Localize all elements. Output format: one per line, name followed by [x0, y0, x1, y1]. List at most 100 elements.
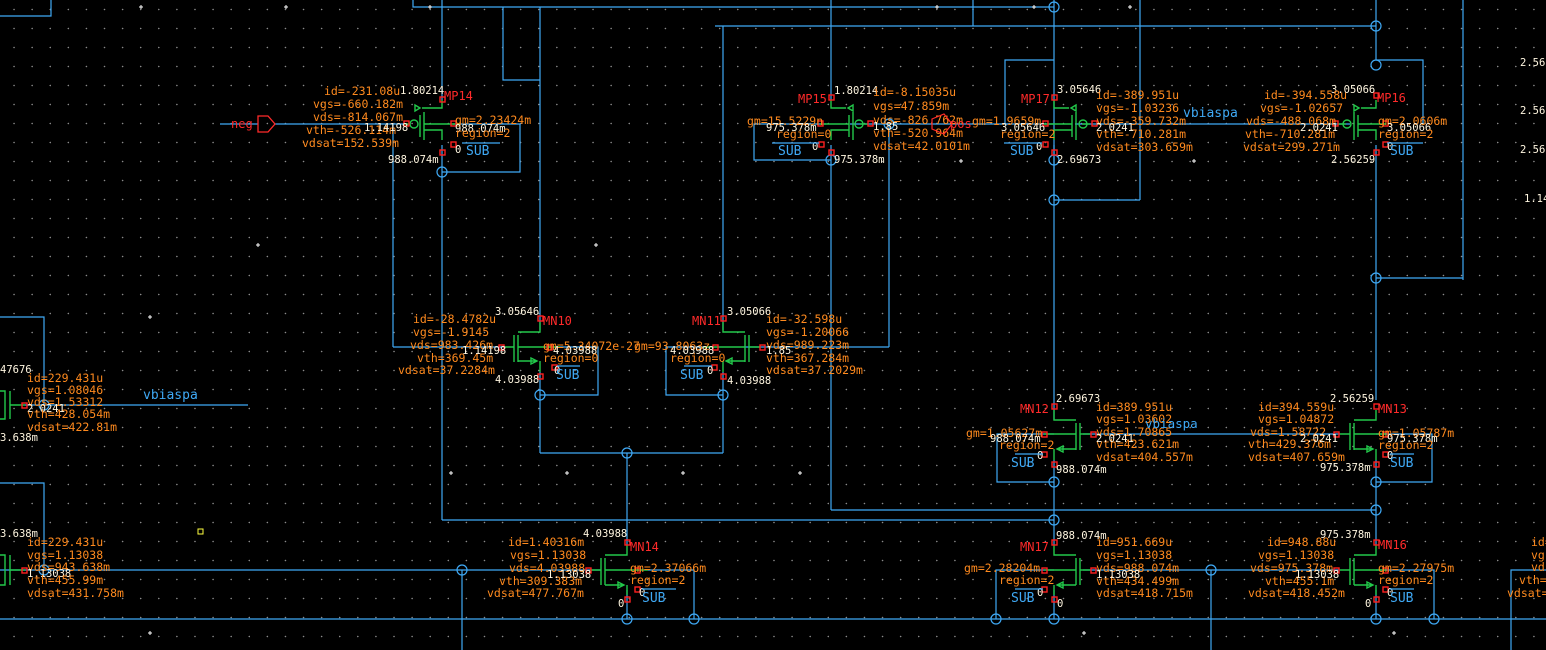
- wire[interactable]: [753, 123, 831, 161]
- substrate-label: SUB: [1010, 144, 1034, 159]
- wire[interactable]: [648, 569, 695, 619]
- net-label-vbiaspa[interactable]: vbiaspa: [1183, 106, 1238, 121]
- transistor-mp17[interactable]: MP17 3.05646 id=-389.951u vgs=-1.03236 v…: [972, 84, 1238, 166]
- param-vds: vds=983.426m: [410, 338, 493, 352]
- bulk-node-voltage: 988.074m: [455, 123, 506, 135]
- transistor-mn14[interactable]: MN14 4.03988 id=1.40316m vgs=1.13038 vds…: [487, 528, 706, 610]
- param-vgs: vgs=1.13038: [27, 548, 103, 562]
- param-id: id=948.88u: [1267, 535, 1336, 549]
- transistor-mn12[interactable]: MN12 2.69673 id=389.951u vgs=1.03602 vds…: [966, 393, 1198, 476]
- junction-dot[interactable]: [1428, 613, 1440, 625]
- param-vdsat: vdsat=299.271m: [1243, 140, 1340, 154]
- param-vgs: vgs=-1.03236: [1096, 101, 1179, 115]
- net-label-vbiaspa[interactable]: vbiaspa: [143, 388, 198, 403]
- wire[interactable]: [996, 433, 1054, 483]
- source-voltage: 4.03988: [727, 375, 771, 387]
- junction-dot[interactable]: [1048, 613, 1060, 625]
- wire[interactable]: [412, 0, 1054, 8]
- junction-dot[interactable]: [1048, 514, 1060, 526]
- drain-voltage: 2.56259: [1330, 393, 1374, 405]
- gate-voltage: 2.0241: [27, 403, 65, 415]
- param-vds: vds=-359.732m: [1096, 114, 1186, 128]
- junction-dot[interactable]: [1048, 476, 1060, 488]
- param-region: region=2: [1378, 438, 1433, 452]
- junction-dot[interactable]: [1370, 613, 1382, 625]
- junction-dot[interactable]: [1048, 194, 1060, 206]
- junction-dot[interactable]: [1370, 504, 1382, 516]
- junction-dot[interactable]: [534, 389, 546, 401]
- input-pin-icon[interactable]: [257, 115, 276, 133]
- instance-name: MN10: [543, 314, 572, 328]
- param-id: id=-32.598u: [766, 312, 842, 326]
- transistor-mp15[interactable]: MP15 1.80214 id=-8.15035u vgs=47.859m vd…: [747, 85, 972, 166]
- transistor-left-b[interactable]: 3.638m id=229.431u vgs=1.13038 vds=943.6…: [0, 528, 124, 600]
- param-gm: gm=2.0606m: [1378, 114, 1447, 128]
- wire[interactable]: [1376, 569, 1435, 619]
- junction-dot[interactable]: [990, 613, 1002, 625]
- junction-dot[interactable]: [621, 613, 633, 625]
- input-pin-icon[interactable]: [931, 113, 953, 135]
- grid-markers: [139, 5, 1396, 635]
- transistor-right-partial[interactable]: id= vg vd vth= vdsat=: [1507, 535, 1546, 600]
- param-region: region=2: [455, 126, 510, 140]
- junction-dot[interactable]: [621, 447, 633, 459]
- bulk-voltage: 0: [1387, 450, 1393, 462]
- selection-marker[interactable]: [197, 528, 204, 535]
- transistor-mp14[interactable]: MP14 1.80214 id=-231.08u vgs=-660.182m v…: [302, 84, 531, 166]
- transistor-mp16[interactable]: MP16 3.05066 id=-394.558u vgs=-1.02657 v…: [1243, 84, 1447, 166]
- instance-name: MP17: [1021, 92, 1050, 106]
- junction-dot[interactable]: [1370, 272, 1382, 284]
- junction-dot[interactable]: [1205, 564, 1217, 576]
- wire[interactable]: [1376, 59, 1424, 124]
- transistor-left-a[interactable]: 47676 id=229.431u vgs=1.08046 vds=1.5331…: [0, 364, 198, 444]
- junction-dot[interactable]: [1048, 1, 1060, 13]
- junction-dot[interactable]: [1370, 59, 1382, 71]
- wire[interactable]: [1376, 433, 1433, 483]
- param-vth: vth=423.621m: [1096, 437, 1179, 451]
- param-vdsat: vdsat=418.452m: [1248, 586, 1345, 600]
- param-vds: vds=989.223m: [766, 338, 849, 352]
- wire[interactable]: [0, 316, 45, 405]
- param-id: id=229.431u: [27, 535, 103, 549]
- transistor-mn17[interactable]: MN17 988.074m id=951.669u vgs=1.13038 vd…: [964, 530, 1193, 610]
- transistor-mn10[interactable]: MN10 3.05646 id=-28.4782u vgs=-1.9145 vd…: [398, 306, 640, 386]
- junction-dot[interactable]: [436, 166, 448, 178]
- param-vth: vth=369.45m: [417, 351, 493, 365]
- param-vth: vth=-526.114m: [306, 123, 396, 137]
- drain-voltage: 1.80214: [400, 85, 444, 97]
- junction-dot[interactable]: [1370, 20, 1382, 32]
- substrate-label: SUB: [642, 591, 666, 606]
- junction-dot[interactable]: [717, 389, 729, 401]
- junction-dot[interactable]: [688, 613, 700, 625]
- junction-dot[interactable]: [38, 399, 50, 411]
- junction-dot[interactable]: [38, 564, 50, 576]
- net-label-vbiaspa[interactable]: vbiaspa: [1145, 416, 1198, 431]
- wire[interactable]: [995, 569, 1054, 619]
- substrate-label: SUB: [1011, 456, 1035, 471]
- transistor-mn16[interactable]: MN16 975.378m id=948.88u vgs=1.13038 vds…: [1248, 529, 1454, 610]
- param-vdsat: vdsat=422.81m: [27, 420, 117, 434]
- wire[interactable]: [1004, 59, 1054, 125]
- junction-dot[interactable]: [1370, 476, 1382, 488]
- junction-dot[interactable]: [456, 564, 468, 576]
- param-id: id=951.669u: [1096, 535, 1172, 549]
- wire[interactable]: [1510, 569, 1546, 650]
- wire[interactable]: [540, 346, 599, 396]
- wire[interactable]: [0, 482, 45, 570]
- drain-voltage: 988.074m: [1056, 530, 1107, 542]
- substrate-label: SUB: [1390, 591, 1414, 606]
- transistor-mn13[interactable]: MN13 2.56259 id=394.559u vgs=1.04872 vds…: [1248, 393, 1454, 474]
- wire[interactable]: [502, 7, 540, 81]
- wire[interactable]: [442, 123, 521, 173]
- junctions: [38, 1, 1440, 625]
- junction-dot[interactable]: [883, 118, 895, 130]
- wire[interactable]: [665, 346, 723, 396]
- input-pin-neg[interactable]: neg: [231, 115, 276, 133]
- transistor-mn11[interactable]: MN11 3.05066 id=-32.598u vgs=-1.20066 vd…: [634, 306, 863, 387]
- instance-name: MN17: [1020, 540, 1049, 554]
- wire[interactable]: [0, 0, 52, 17]
- param-vgs: vgs=1.08046: [27, 383, 103, 397]
- param-vth: vth=309.383m: [499, 574, 582, 588]
